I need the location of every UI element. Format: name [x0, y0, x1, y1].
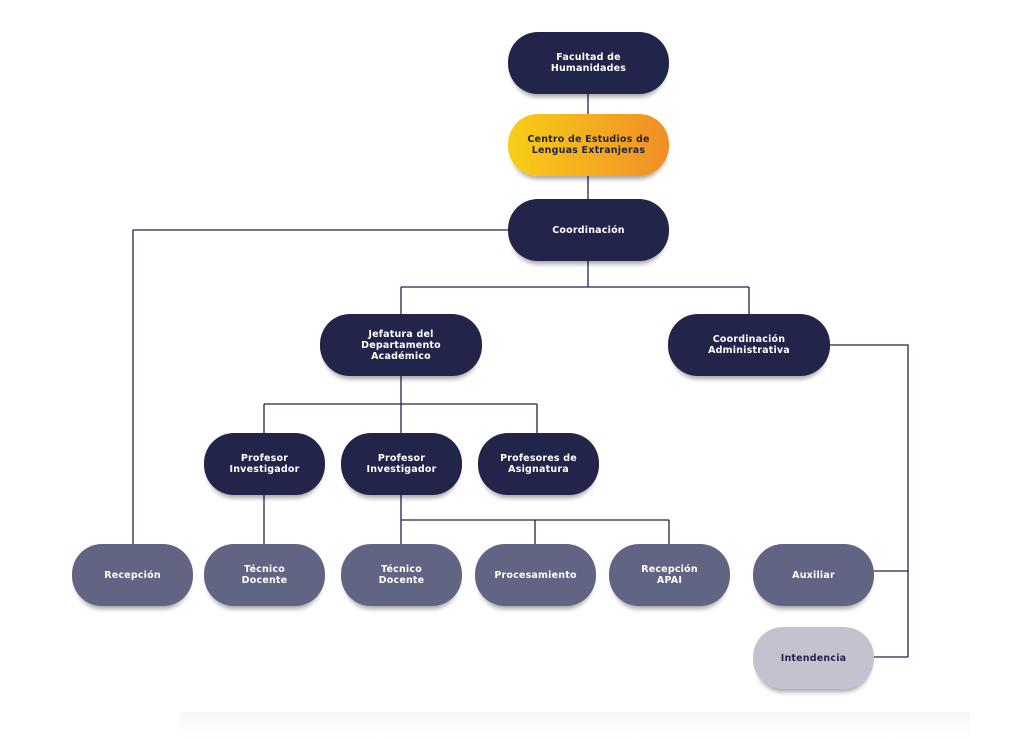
connector-coord-admin-side	[830, 344, 909, 657]
node-procesamiento: Procesamiento	[475, 544, 596, 606]
node-jefatura-departamento: Jefatura del Departamento Académico	[320, 314, 482, 376]
node-coordinacion: Coordinación	[508, 199, 669, 261]
node-centro-estudios: Centro de Estudios de Lenguas Extranjera…	[508, 114, 669, 176]
node-profesores-asignatura: Profesores de Asignatura	[478, 433, 599, 495]
node-coordinacion-administrativa: Coordinación Administrativa	[668, 314, 830, 376]
node-recepcion-apai: Recepción APAI	[609, 544, 730, 606]
node-tecnico-docente-1: Técnico Docente	[204, 544, 325, 606]
node-tecnico-docente-2: Técnico Docente	[341, 544, 462, 606]
node-intendencia: Intendencia	[753, 627, 874, 689]
floor-shadow	[180, 712, 970, 740]
node-profesor-investigador-1: Profesor Investigador	[204, 433, 325, 495]
connector-coordinacion-recepcion	[132, 229, 508, 545]
node-facultad-humanidades: Facultad de Humanidades	[508, 32, 669, 94]
node-profesor-investigador-2: Profesor Investigador	[341, 433, 462, 495]
node-recepcion: Recepción	[72, 544, 193, 606]
node-auxiliar: Auxiliar	[753, 544, 874, 606]
